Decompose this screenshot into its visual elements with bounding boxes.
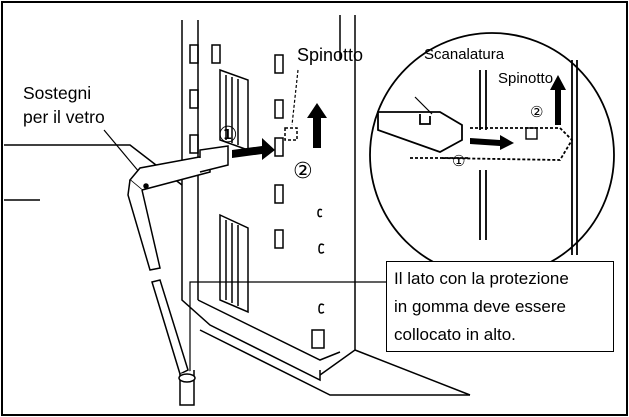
detail-arrows xyxy=(470,75,566,150)
detail-step-2-marker: ② xyxy=(530,103,543,121)
note-line-2: in gomma deve essere xyxy=(394,297,566,316)
arrow-right-icon xyxy=(232,138,275,160)
detail-step-1-marker: ① xyxy=(452,152,465,170)
machine-side-panel xyxy=(4,15,471,396)
detail-pin-label: Spinotto xyxy=(498,70,554,87)
note-line-3: collocato in alto. xyxy=(394,325,516,344)
motion-arrows xyxy=(232,103,327,160)
glass-supports-line1: Sostegni xyxy=(23,83,92,103)
step-2-marker: ② xyxy=(293,159,313,184)
glass-support-bracket xyxy=(127,145,229,406)
detail-arrow-right-icon xyxy=(470,135,514,150)
arrow-up-icon xyxy=(307,103,327,148)
glass-supports-line2: per il vetro xyxy=(23,107,105,127)
detail-arrow-up-icon xyxy=(550,75,566,125)
pin-label: Spinotto xyxy=(297,45,364,65)
note-line-1: Il lato con la protezione xyxy=(394,269,569,288)
groove-label: Scanalatura xyxy=(424,46,505,63)
rubber-side-note: Il lato con la protezione in gomma deve … xyxy=(386,261,614,352)
step-1-marker: ① xyxy=(218,123,238,148)
detail-magnifier xyxy=(369,32,615,278)
glass-supports-label: Sostegni per il vetro xyxy=(23,81,153,129)
